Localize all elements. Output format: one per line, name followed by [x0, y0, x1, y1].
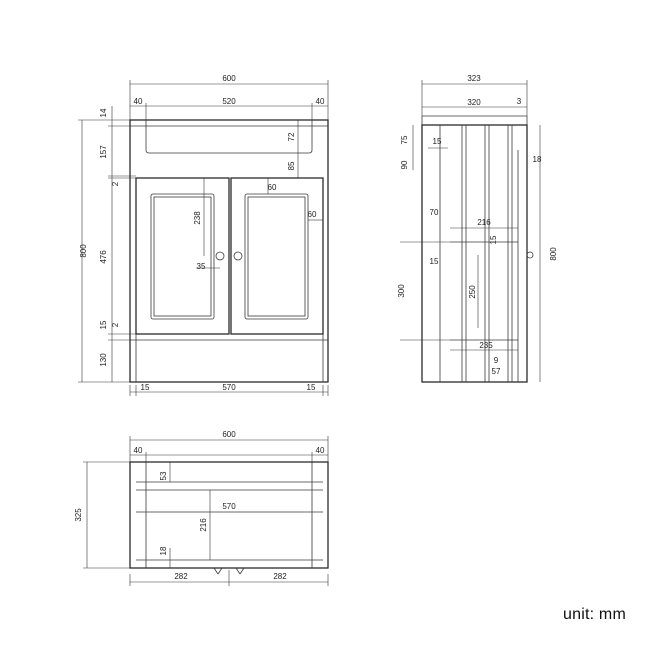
top-cabinet-outline [129, 461, 329, 569]
front-dim-14: 14 [99, 108, 108, 117]
side-dim-250: 250 [468, 285, 477, 299]
front-dim-800: 800 [79, 244, 88, 258]
side-dim-15-shelf-b: 15 [430, 257, 439, 266]
front-basin-outline [145, 120, 313, 154]
front-door-left [135, 177, 230, 335]
top-dim-570: 570 [222, 502, 236, 511]
side-dim-800: 800 [549, 247, 558, 261]
front-dim-85: 85 [287, 161, 296, 170]
front-dim-72: 72 [287, 132, 296, 141]
front-dim-476: 476 [99, 250, 108, 264]
front-dim-520: 520 [222, 97, 236, 106]
front-dim-238: 238 [193, 211, 202, 225]
side-dim-75: 75 [400, 135, 409, 144]
side-cabinet-outline [421, 124, 528, 383]
front-dim-40-right: 40 [316, 97, 325, 106]
side-knob [526, 251, 534, 259]
front-glass-right [244, 193, 309, 320]
front-dim-130: 130 [99, 353, 108, 367]
front-dim-570: 570 [222, 383, 236, 392]
front-dim-15: 15 [99, 320, 108, 329]
side-dim-300: 300 [397, 284, 406, 298]
front-dim-35: 35 [197, 262, 206, 271]
side-dim-320: 320 [467, 98, 481, 107]
front-dim-15-right: 15 [307, 383, 316, 392]
front-cabinet-outline [129, 119, 329, 383]
front-glass-left-inner [153, 196, 212, 317]
top-dim-282-right: 282 [273, 572, 287, 581]
side-dim-15-shelf-a: 15 [489, 235, 498, 244]
front-dim-157: 157 [99, 145, 108, 159]
front-dim-600: 600 [222, 74, 236, 83]
front-dim-40-left: 40 [134, 97, 143, 106]
side-dim-216: 216 [477, 218, 491, 227]
side-dim-235: 235 [479, 341, 493, 350]
top-dim-53: 53 [159, 471, 168, 480]
top-dim-325: 325 [74, 508, 83, 522]
front-dim-2-bottom: 2 [111, 322, 120, 327]
side-view: 323 320 3 15 75 90 18 70 216 15 15 300 2… [397, 74, 558, 383]
front-knob-left [215, 251, 225, 261]
front-dim-60-top: 60 [268, 183, 277, 192]
front-view: 600 40 520 40 14 157 72 85 2 476 800 238… [78, 74, 329, 396]
front-dim-2-top: 2 [111, 181, 120, 186]
front-glass-right-inner [247, 196, 306, 317]
side-dim-18: 18 [533, 155, 542, 164]
side-dim-57: 57 [492, 367, 501, 376]
side-dim-9: 9 [494, 356, 499, 365]
side-dim-70: 70 [430, 208, 439, 217]
top-dim-18: 18 [159, 546, 168, 555]
top-foot-right [235, 567, 245, 575]
front-dim-60-side: 60 [308, 210, 317, 219]
front-dim-15-left: 15 [141, 383, 150, 392]
top-dim-282-left: 282 [174, 572, 188, 581]
unit-label: unit: mm [563, 606, 626, 623]
front-knob-right [233, 251, 243, 261]
top-dim-600: 600 [222, 430, 236, 439]
top-dim-216: 216 [199, 518, 208, 532]
front-door-right [230, 177, 324, 335]
side-dim-3: 3 [517, 97, 522, 106]
side-dim-15-top: 15 [433, 137, 442, 146]
side-dim-323: 323 [467, 74, 481, 83]
top-foot-left [213, 567, 223, 575]
front-glass-left [150, 193, 215, 320]
top-view: 600 40 40 325 53 570 216 18 282 282 [74, 430, 329, 586]
side-dim-90: 90 [400, 160, 409, 169]
top-dim-40-left: 40 [134, 446, 143, 455]
top-dim-40-right: 40 [316, 446, 325, 455]
